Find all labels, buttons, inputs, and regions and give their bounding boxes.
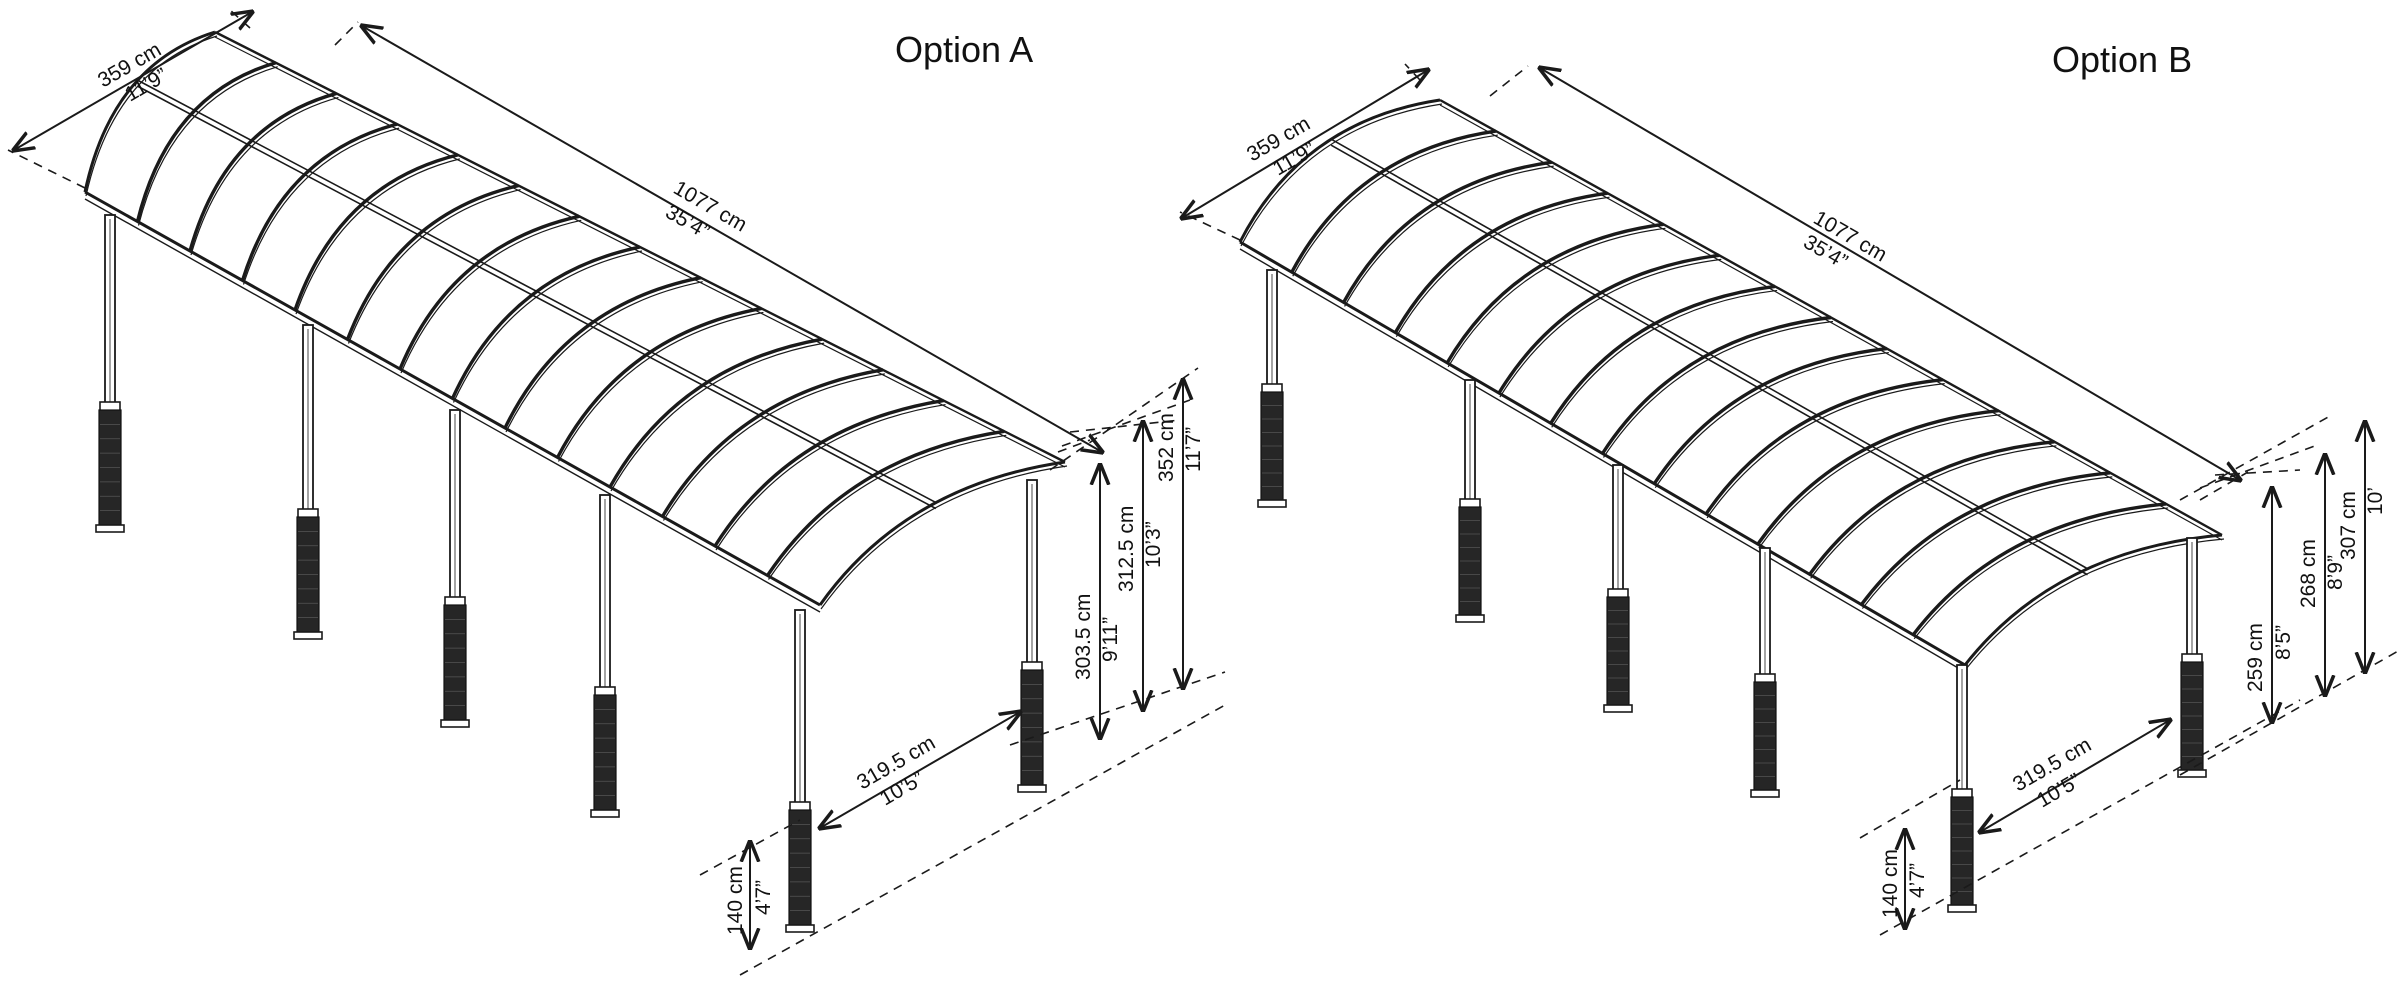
option-a-diagram: Option A 359 cm 11’9” 1077 cm 35’4” <box>7 10 1226 976</box>
option-b-eave-cm: 259 cm <box>2244 623 2267 692</box>
support-post <box>1455 379 1485 623</box>
support-post <box>440 409 470 728</box>
option-b-width-dimension: 359 cm 11’9” <box>1180 63 1428 241</box>
option-a-eave-in: 9’11” <box>1099 617 1122 662</box>
roof-rib-shadow <box>1810 445 2057 579</box>
roof-rib <box>293 153 459 311</box>
option-b-base-dimension: 140 cm 4’7” <box>1859 699 2301 936</box>
post-foot-plate <box>2177 769 2207 778</box>
roof-rib-shadow <box>1602 320 1834 458</box>
roof-rib-shadow <box>1447 227 1666 368</box>
option-a-peak-in: 11’7” <box>1182 427 1205 472</box>
option-b-eave-in: 8’5” <box>2272 625 2295 660</box>
roof-rib <box>1911 502 2167 636</box>
roof-rib-shadow <box>1654 351 1889 489</box>
front-beam-edge <box>1239 248 1966 673</box>
option-b-base-cm: 140 cm <box>1879 849 1902 918</box>
support-post <box>1257 269 1287 508</box>
roof-rib-shadow <box>1913 507 2169 640</box>
post-foot-plate <box>1257 499 1287 508</box>
option-a-base-cm: 140 cm <box>724 866 747 935</box>
support-post <box>293 324 323 640</box>
support-post <box>1603 464 1633 713</box>
roof-rib-shadow <box>610 342 825 492</box>
roof-rib <box>818 460 1066 606</box>
roof-rib-shadow <box>768 434 1007 580</box>
roof-rib-shadow <box>662 373 885 521</box>
center-purlin <box>1330 138 2088 570</box>
support-post <box>1017 479 1047 793</box>
roof-rib-shadow <box>1965 538 2225 670</box>
option-a-base-dimension: 140 cm 4’7” <box>699 704 1226 976</box>
option-a-height-dimensions: 303.5 cm 9’11” 312.5 cm 10’3” 352 cm 11’… <box>1009 367 1226 746</box>
roof-rib-shadow <box>1861 476 2113 609</box>
back-beam-edge <box>214 36 1066 468</box>
roof-rib <box>450 245 641 400</box>
roof-rib <box>503 276 702 429</box>
post-foot-plate <box>293 631 323 640</box>
option-a-carport-drawing <box>83 30 1068 933</box>
option-a-peak-cm: 352 cm <box>1155 413 1178 482</box>
post-foot-plate <box>785 924 815 933</box>
post-foot-plate <box>1603 704 1633 713</box>
option-a-mid-in: 10’3” <box>1142 521 1165 568</box>
roof-rib-shadow <box>190 96 339 256</box>
option-a-eave-cm: 303.5 cm <box>1072 594 1095 680</box>
roof-rib <box>1601 315 1832 455</box>
option-a-mid-cm: 312.5 cm <box>1115 506 1138 592</box>
post-foot-plate <box>440 719 470 728</box>
roof-rib <box>1963 533 2223 666</box>
roof-rib <box>1756 409 1999 546</box>
roof-rib-shadow <box>1344 165 1554 307</box>
post-foot-plate <box>590 809 620 818</box>
option-b-peak-cm: 307 cm <box>2337 491 2360 560</box>
option-b-length-dimension: 1077 cm 35’4” <box>1489 66 2249 501</box>
back-beam <box>214 30 1066 464</box>
post-foot-plate <box>1017 784 1047 793</box>
option-b-title: Option B <box>2052 39 2192 80</box>
option-b-base-in: 4’7” <box>1906 863 1929 898</box>
roof-rib-shadow <box>1292 134 1498 277</box>
roof-rib-shadow <box>1395 196 1610 337</box>
post-foot-plate <box>1947 904 1977 913</box>
post-foot-plate <box>1455 614 1485 623</box>
roof-rib <box>1652 346 1888 485</box>
support-post <box>1947 664 1977 913</box>
roof-rib-shadow <box>1706 383 1945 519</box>
post-foot-plate <box>1750 789 1780 798</box>
roof-rib-shadow <box>1758 414 2001 549</box>
roof-rib <box>1704 377 1943 515</box>
roof-rib-shadow <box>400 219 582 374</box>
option-b-mid-in: 8’9” <box>2324 555 2347 590</box>
support-post <box>1750 547 1780 798</box>
option-b-peak-in: 10’ <box>2364 487 2387 515</box>
option-b-diagram: Option B 359 cm 11’9” 1077 cm 35’4” 259 … <box>1180 39 2400 936</box>
support-post <box>785 609 815 933</box>
option-a-base-in: 4’7” <box>752 880 775 915</box>
option-b-height-dimensions: 259 cm 8’5” 268 cm 8’9” 307 cm 10’ <box>2179 415 2400 776</box>
roof-rib-shadow <box>1499 258 1722 398</box>
roof-rib-shadow <box>820 465 1068 610</box>
post-foot-plate <box>95 524 125 533</box>
support-post <box>2177 537 2207 778</box>
option-a-post-spacing-dimension: 319.5 cm 10’5” <box>820 712 1020 828</box>
option-b-mid-cm: 268 cm <box>2297 539 2320 608</box>
roof-rib-shadow <box>347 188 521 344</box>
option-b-post-spacing-dimension: 319.5 cm 10’5” <box>1980 720 2170 832</box>
center-purlin <box>137 79 937 504</box>
support-post <box>95 214 125 533</box>
option-a-title: Option A <box>895 29 1033 70</box>
roof-rib-shadow <box>1551 289 1778 428</box>
support-post <box>590 494 620 818</box>
